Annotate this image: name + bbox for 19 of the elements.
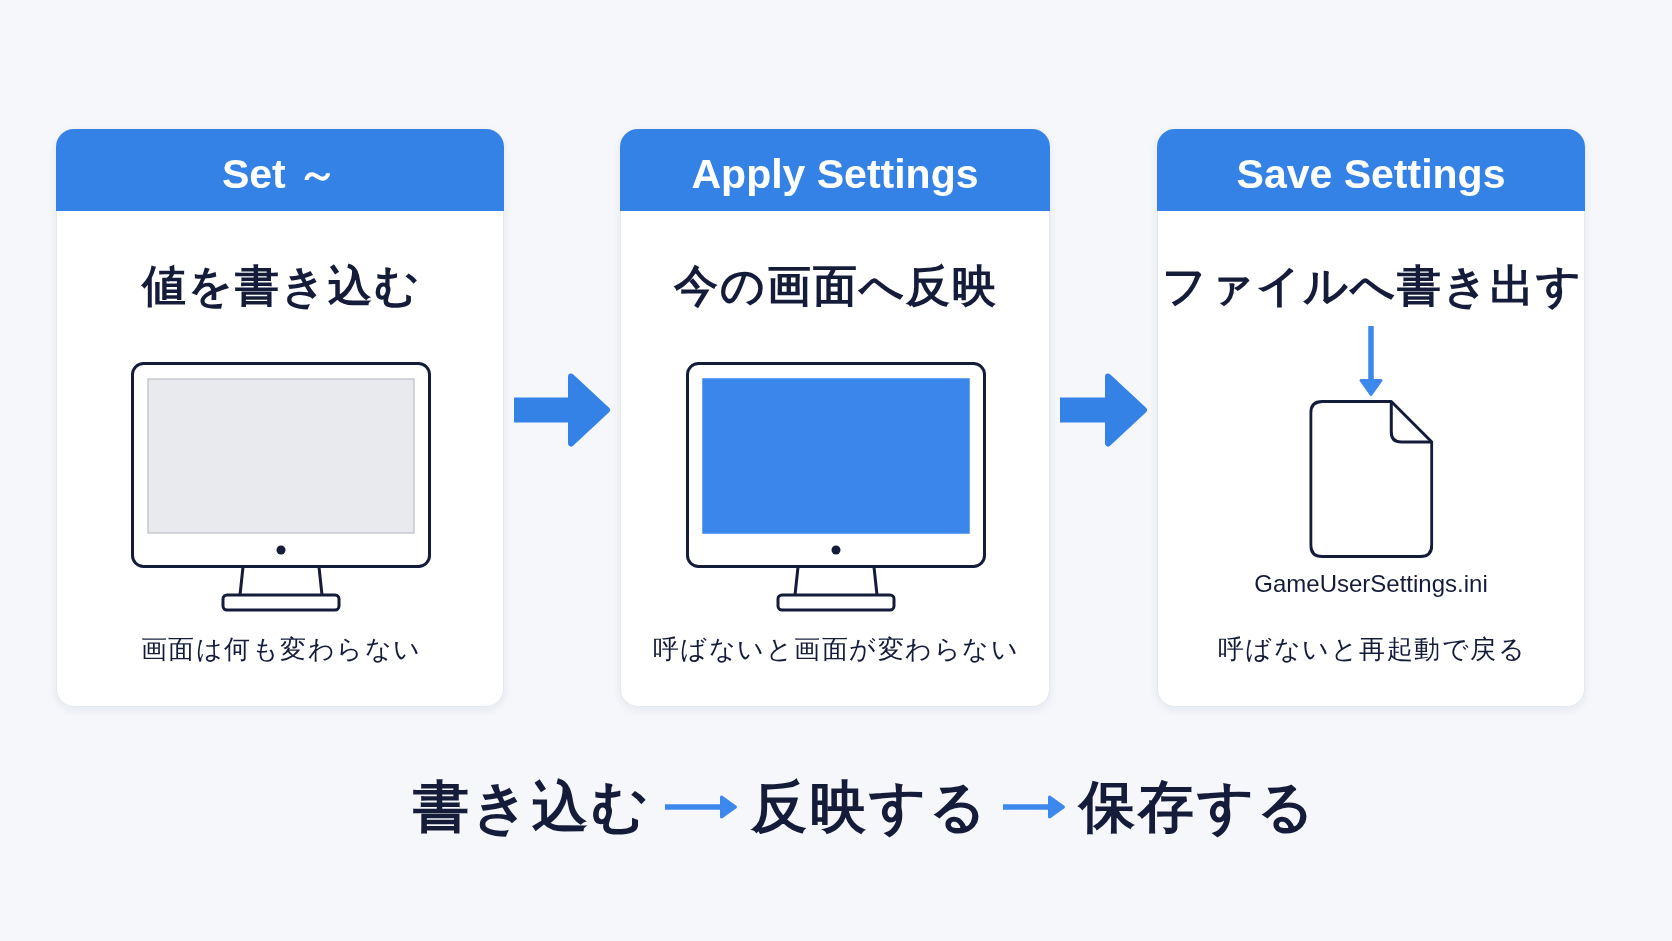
card-caption: 画面は何も変わらない (140, 634, 422, 666)
card-header: Set ～ (56, 129, 504, 211)
card-header: Apply Settings (620, 129, 1050, 211)
arrow (1003, 795, 1065, 819)
card-caption: 呼ばないと再起動で戻る (1217, 634, 1527, 666)
step-label: 書き込む (413, 773, 651, 841)
arrow (1359, 326, 1383, 396)
step-label: 反映する (751, 773, 989, 841)
arrow (665, 795, 737, 819)
file-name: GameUserSettings.ini (1254, 570, 1488, 599)
card (56, 129, 504, 707)
card-title: 値を書き込む (141, 259, 421, 313)
step-label: 保存する (1079, 773, 1317, 841)
card-header: Save Settings (1157, 129, 1585, 211)
card (620, 129, 1050, 707)
card-title: ファイルへ書き出す (1161, 259, 1583, 313)
card-caption: 呼ばないと画面が変わらない (652, 634, 1020, 666)
card (1157, 129, 1585, 707)
card-title: 今の画面へ反映 (674, 259, 998, 313)
